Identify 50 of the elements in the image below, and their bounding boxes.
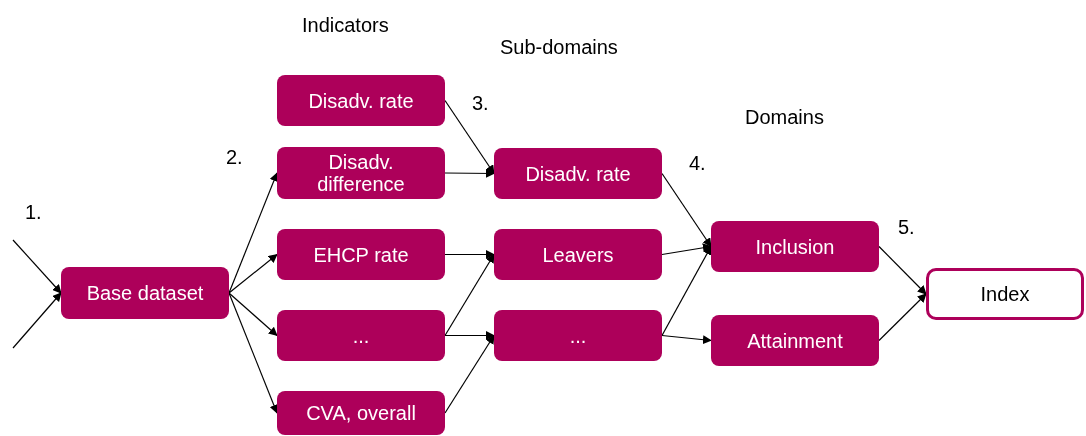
arrow — [12, 239, 62, 294]
arrow — [661, 245, 712, 337]
process-box — [277, 310, 445, 361]
step-number: 3. — [472, 92, 489, 115]
arrow — [228, 292, 278, 337]
process-box — [277, 75, 445, 126]
node-text: Leavers — [541, 243, 615, 266]
process-box — [494, 310, 662, 361]
column-heading: Indicators — [302, 14, 389, 37]
process-box — [61, 267, 229, 319]
step-number: 2. — [226, 146, 243, 169]
process-box — [494, 229, 662, 280]
process-box — [277, 391, 445, 435]
node-text: Base dataset — [85, 282, 205, 304]
arrow — [12, 292, 62, 349]
process-box — [277, 229, 445, 280]
arrow — [661, 243, 712, 256]
process-box — [711, 315, 879, 366]
node-text: Index — [979, 283, 1031, 305]
arrow — [444, 334, 495, 414]
step-number: 1. — [25, 201, 42, 224]
arrow — [444, 168, 495, 178]
node-text: EHCP rate — [312, 243, 410, 266]
node-text: ... — [568, 324, 588, 347]
step-number: 5. — [898, 216, 915, 239]
node-text: Disadv. difference — [316, 151, 406, 195]
node-text: ... — [351, 324, 371, 347]
result-box — [926, 268, 1084, 320]
arrow — [444, 99, 495, 175]
arrow — [661, 172, 712, 248]
column-heading: Sub-domains — [500, 36, 618, 59]
node-text: Inclusion — [754, 235, 836, 258]
column-heading: Domains — [745, 106, 824, 129]
arrow — [444, 253, 495, 337]
arrow — [228, 253, 278, 294]
arrow — [878, 245, 927, 295]
arrow — [661, 334, 712, 345]
arrow — [444, 331, 495, 340]
arrow — [228, 172, 279, 294]
arrow — [878, 293, 927, 342]
step-number: 4. — [689, 152, 706, 175]
process-box — [711, 221, 879, 272]
node-text: Disadv. rate — [524, 162, 632, 185]
node-text: CVA, overall — [305, 402, 417, 424]
arrow — [444, 250, 495, 259]
node-text: Attainment — [746, 329, 844, 352]
process-box — [277, 147, 445, 199]
arrow — [228, 292, 279, 414]
node-text: Disadv. rate — [307, 89, 415, 112]
process-box — [494, 148, 662, 199]
